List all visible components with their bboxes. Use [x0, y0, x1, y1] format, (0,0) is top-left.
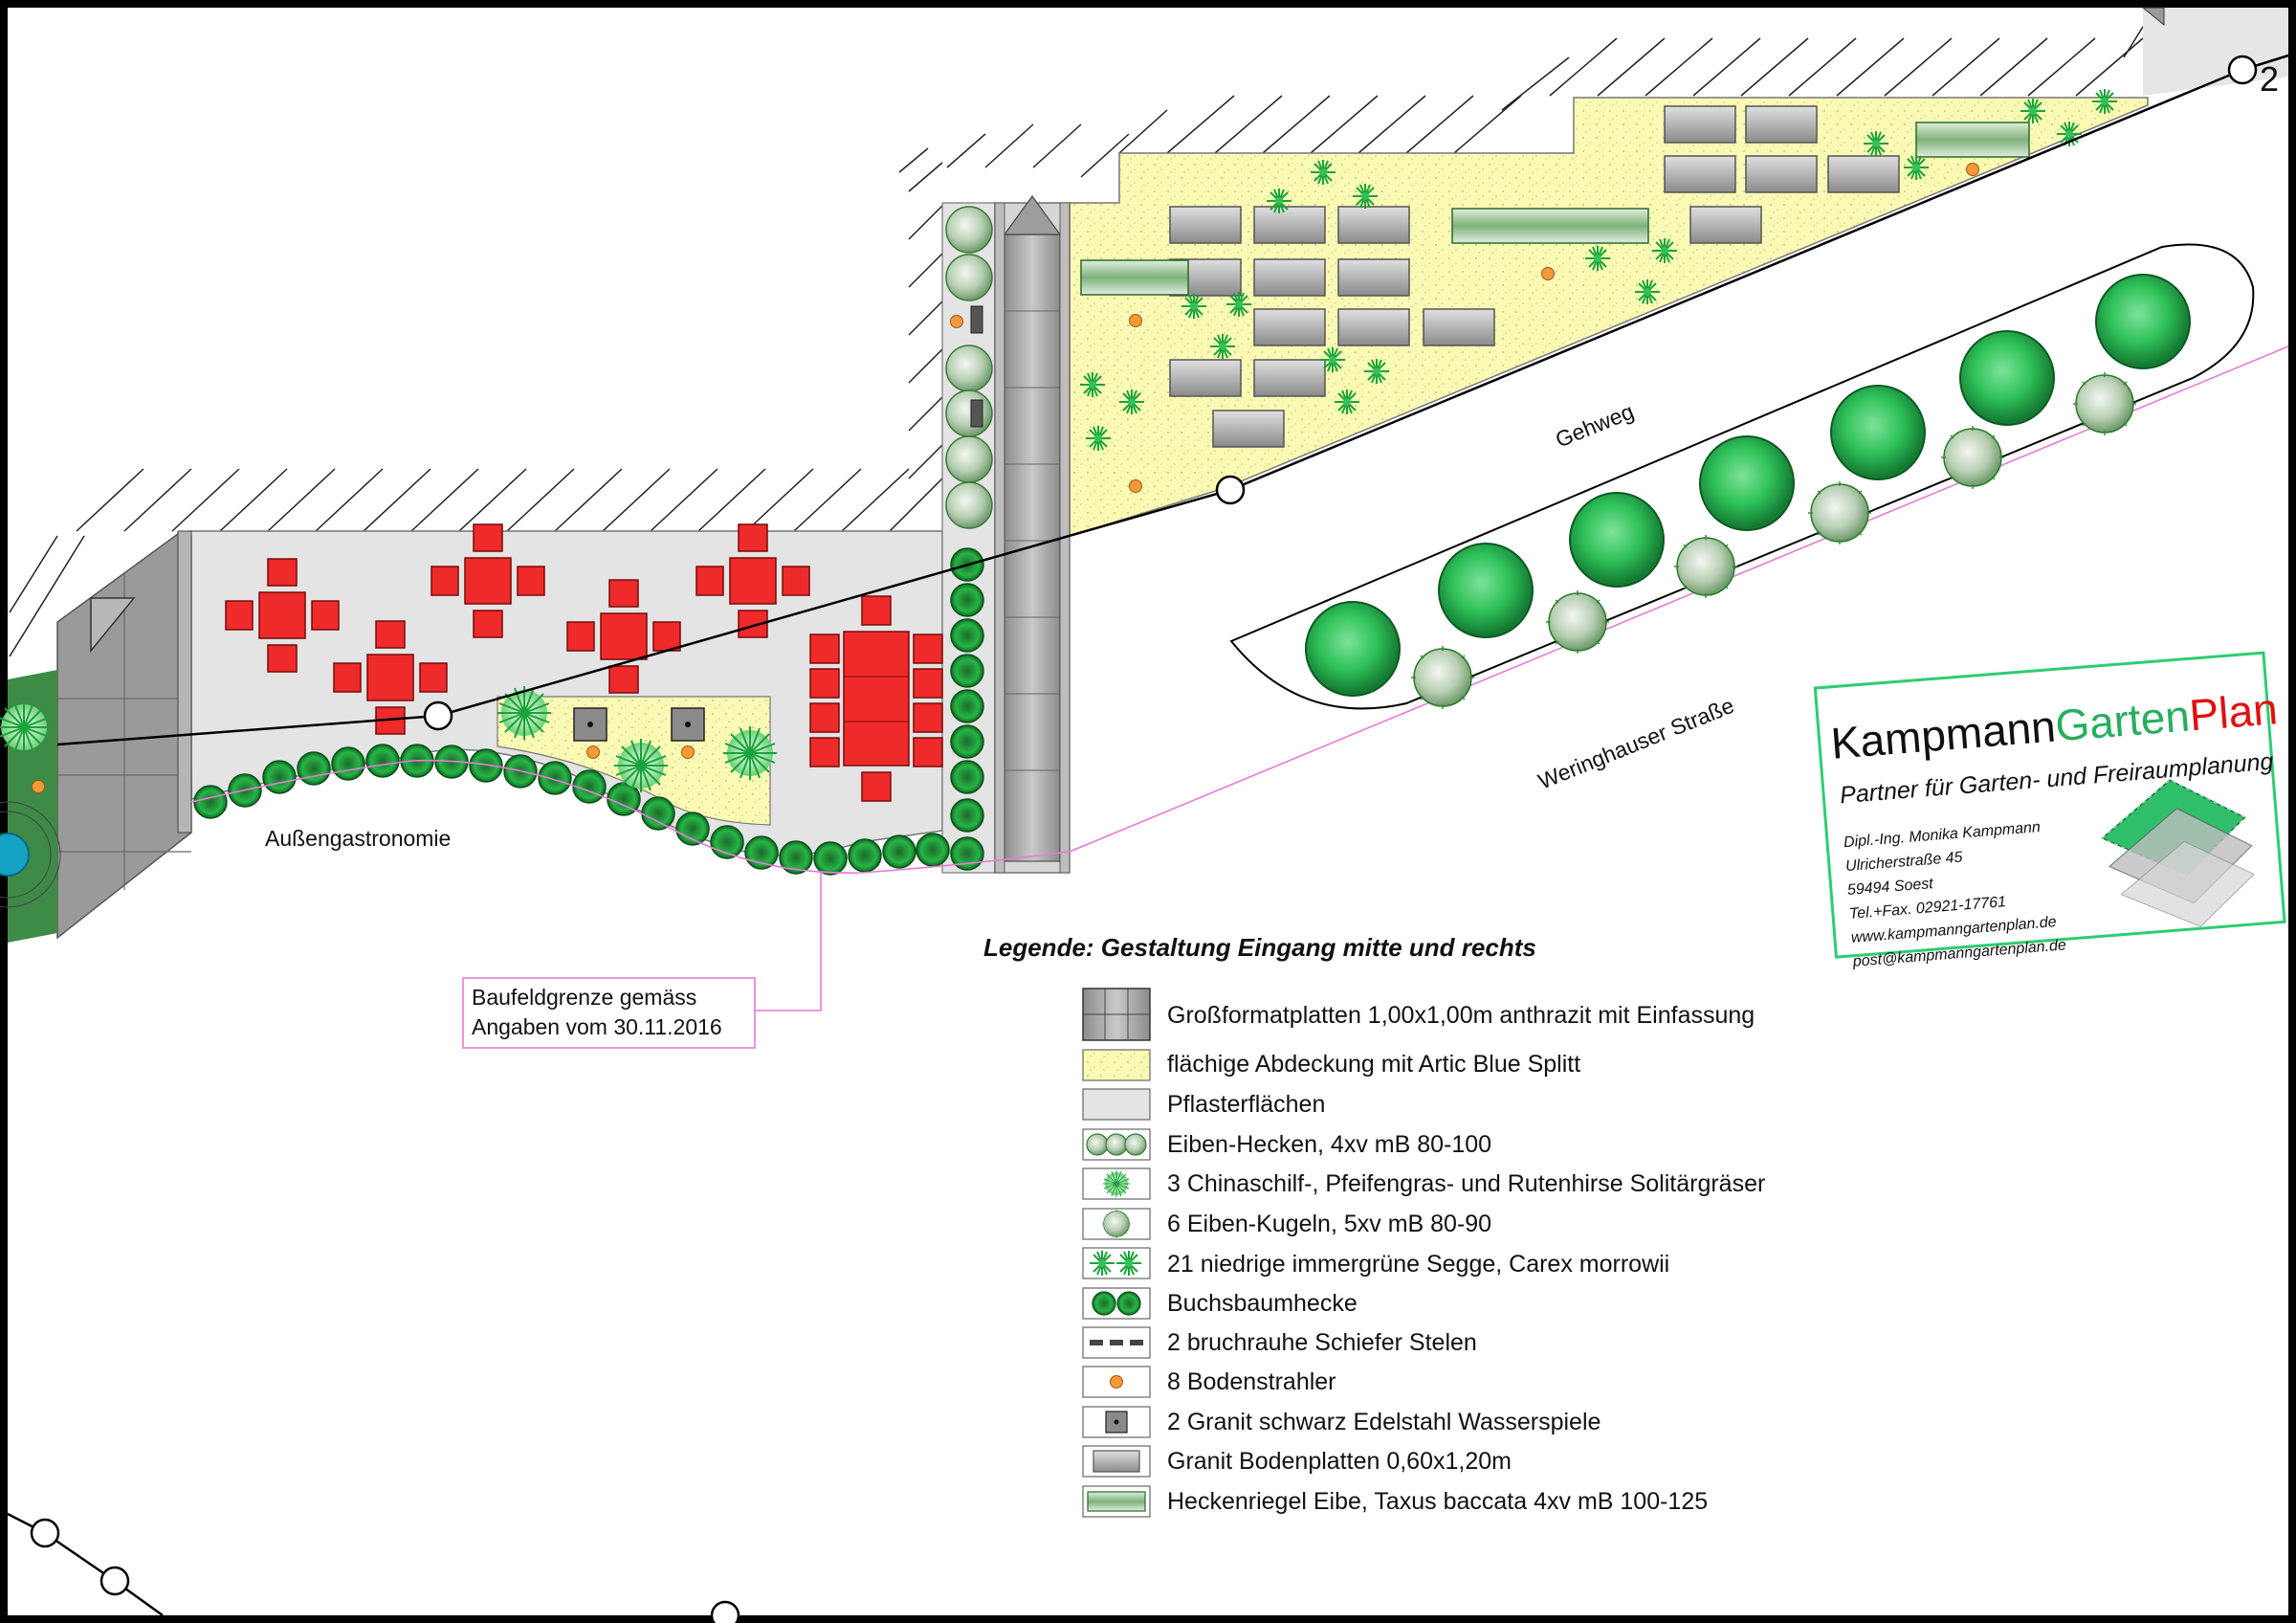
survey-line	[56, 54, 2289, 746]
legend-label-granite-plates: Granit Bodenplatten 0,60x1,20m	[1167, 1448, 1512, 1475]
legend-symbol-yew-hedge	[1082, 1128, 1151, 1161]
legend-symbol-ground-light	[1082, 1366, 1151, 1398]
legend-title: Legende: Gestaltung Eingang mitte und re…	[983, 933, 1536, 962]
legend-symbol-gravel	[1082, 1049, 1151, 1081]
legend-label-large-plates: Großformatplatten 1,00x1,00m anthrazit m…	[1167, 1002, 1755, 1029]
legend-label-yew-hedge: Eiben-Hecken, 4xv mB 80-100	[1167, 1131, 1491, 1158]
legend-symbol-slate-steles	[1082, 1326, 1151, 1359]
left-water-circle	[0, 833, 30, 877]
legend-symbol-large-plates	[1082, 988, 1151, 1041]
legend-label-yew-ball: 6 Eiben-Kugeln, 5xv mB 80-90	[1167, 1211, 1491, 1237]
grass-left-edge	[0, 700, 52, 755]
legend-label-box-hedge: Buchsbaumhecke	[1167, 1290, 1358, 1317]
legend-label-ground-light: 8 Bodenstrahler	[1167, 1368, 1336, 1395]
ground-light-left	[32, 780, 45, 793]
slate-steles	[970, 305, 983, 428]
legend-label-slate-steles: 2 bruchrauhe Schiefer Stelen	[1167, 1329, 1477, 1356]
terrace-furniture	[225, 523, 943, 802]
hedge-bars	[1080, 122, 2030, 296]
company-logo-card: KampmannGartenPlan Partner für Garten- u…	[1813, 651, 2286, 970]
legend-label-water-feature: 2 Granit schwarz Edelstahl Wasserspiele	[1167, 1409, 1601, 1435]
survey-point-2	[1215, 475, 1246, 505]
legend: Legende: Gestaltung Eingang mitte und re…	[983, 933, 1765, 1518]
logo-name: KampmannGartenPlan	[1829, 683, 2280, 768]
legend-symbol-water-feature	[1082, 1406, 1151, 1438]
boundary-note-line1: Baufeldgrenze gemäss	[472, 985, 696, 1010]
ground-light-terrace-2	[681, 745, 695, 759]
legend-symbol-yew-ball	[1082, 1208, 1151, 1240]
building-hatching	[9, 18, 2149, 657]
left-plates-joints	[57, 574, 191, 890]
survey-point-1	[423, 700, 453, 731]
left-plates-edging	[177, 530, 192, 834]
label-aussengastronomie: Außengastronomie	[265, 826, 451, 851]
legend-symbol-sedge-icon	[1082, 1247, 1151, 1279]
water-features	[573, 707, 705, 742]
street-trees	[1305, 274, 2191, 697]
legend-label-gravel: flächige Abdeckung mit Artic Blue Splitt	[1167, 1051, 1580, 1078]
legend-symbol-box-hedge	[1082, 1287, 1151, 1320]
legend-label-sedge: 21 niedrige immergrüne Segge, Carex morr…	[1167, 1251, 1669, 1278]
corner-mark: 2	[2260, 59, 2279, 99]
legend-label-paving: Pflasterflächen	[1167, 1091, 1325, 1118]
boundary-note-box	[462, 977, 756, 1049]
legend-symbol-granite-plates	[1082, 1445, 1151, 1478]
left-entrance-step	[90, 597, 136, 654]
ground-light-terrace-1	[586, 745, 600, 759]
logo-graphic-icon	[2101, 779, 2255, 927]
legend-label-grass: 3 Chinaschilf-, Pfeifengras- und Rutenhi…	[1167, 1170, 1765, 1197]
legend-symbol-paving	[1082, 1088, 1151, 1121]
survey-point-3	[2227, 55, 2258, 85]
legend-symbol-grass-icon	[1082, 1167, 1151, 1200]
column-plates	[1004, 233, 1061, 862]
legend-symbol-hedge-bar	[1082, 1485, 1151, 1518]
box-hedge-column	[950, 547, 984, 871]
boundary-note-line2: Angaben vom 30.11.2016	[472, 1014, 722, 1039]
legend-label-hedge-bar: Heckenriegel Eibe, Taxus baccata 4xv mB …	[1167, 1488, 1708, 1515]
ground-light-column	[950, 315, 963, 328]
